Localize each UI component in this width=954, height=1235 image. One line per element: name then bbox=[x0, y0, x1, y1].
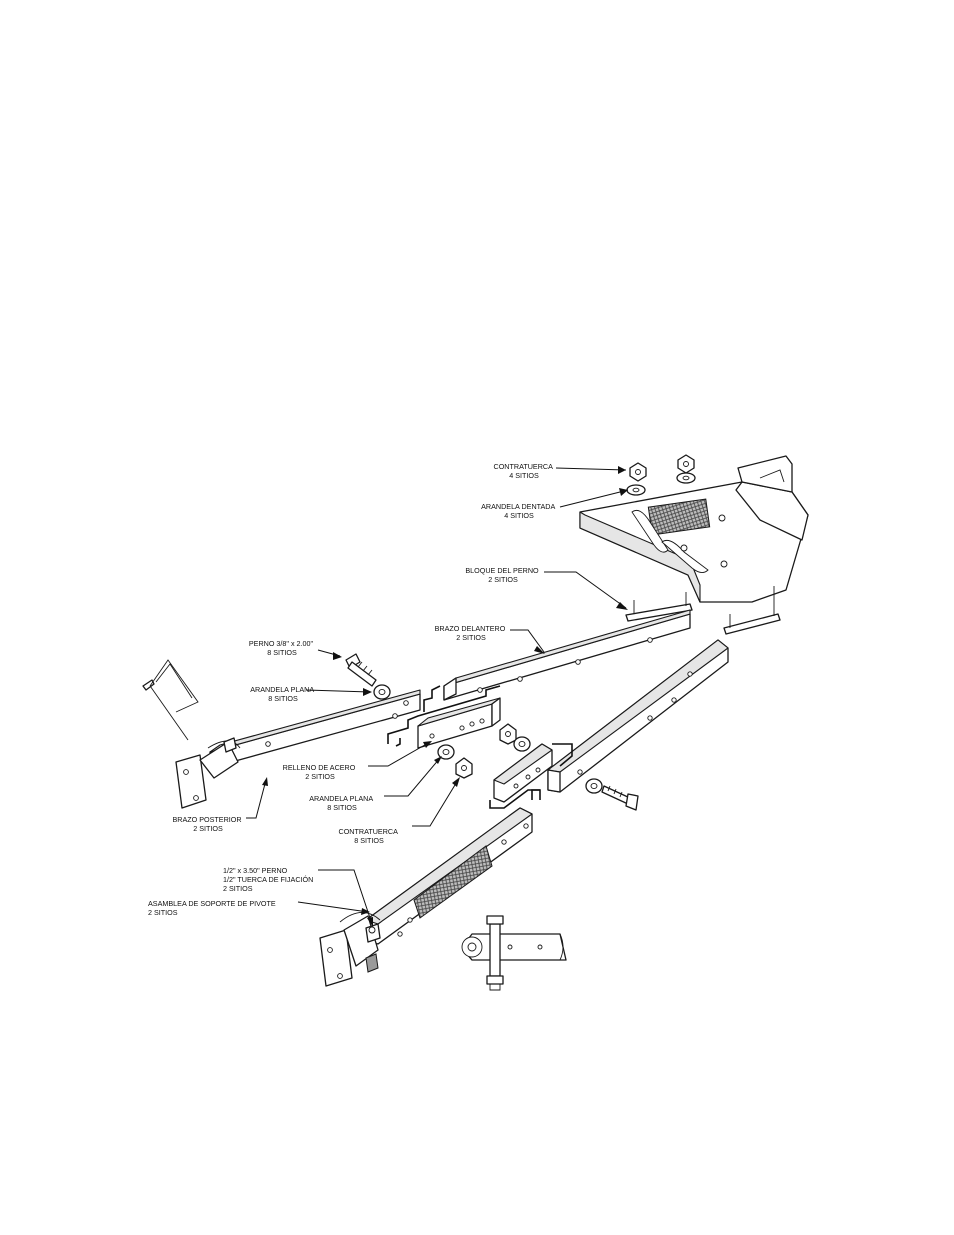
steel-filler bbox=[417, 697, 501, 749]
bolt-icon bbox=[345, 653, 377, 687]
front-arm-upper bbox=[443, 609, 691, 701]
bolt-icon bbox=[601, 785, 639, 811]
label-brazo-posterior: BRAZO POSTERIOR 2 SITIOS bbox=[172, 815, 243, 833]
tow-bracket bbox=[579, 455, 809, 603]
front-arm-lower bbox=[547, 639, 729, 793]
alignment-guide-upper bbox=[387, 685, 501, 744]
label-contratuerca-mid: CONTRATUERCA 8 SITIOS bbox=[339, 827, 400, 845]
leader-lines bbox=[246, 466, 629, 927]
rear-arm-upper bbox=[209, 689, 421, 769]
label-perno-38: PERNO 3/8" x 2.00" 8 SITIOS bbox=[249, 639, 315, 657]
label-arandela-dentada: ARANDELA DENTADA 4 SITIOS bbox=[481, 502, 557, 520]
label-brazo-delantero: BRAZO DELANTERO 2 SITIOS bbox=[435, 624, 508, 642]
hitch-pin-icon bbox=[142, 659, 199, 741]
label-contratuerca-top: CONTRATUERCA 4 SITIOS bbox=[494, 462, 555, 480]
label-asamblea-pivote: ASAMBLEA DE SOPORTE DE PIVOTE 2 SITIOS bbox=[148, 899, 278, 917]
pivot-assembly-lower bbox=[319, 912, 381, 987]
label-arandela-plana-mid: ARANDELA PLANA 8 SITIOS bbox=[309, 794, 375, 812]
alignment-guide-lower bbox=[489, 789, 541, 809]
rear-arm-lower bbox=[365, 807, 533, 945]
label-relleno-acero: RELLENO DE ACERO 2 SITIOS bbox=[283, 763, 358, 781]
pivot-detail-inset bbox=[461, 915, 567, 991]
top-locknuts bbox=[629, 454, 695, 482]
steel-filler-lower bbox=[493, 743, 553, 803]
label-arandela-plana-top: ARANDELA PLANA 8 SITIOS bbox=[250, 685, 316, 703]
label-perno-12: 1/2" x 3.50" PERNO 1/2" TUERCA DE FIJACI… bbox=[223, 866, 315, 893]
bolt-blocks bbox=[625, 586, 781, 635]
pivot-assembly-upper bbox=[175, 737, 241, 809]
label-bloque-perno: BLOQUE DEL PERNO 2 SITIOS bbox=[465, 566, 540, 584]
